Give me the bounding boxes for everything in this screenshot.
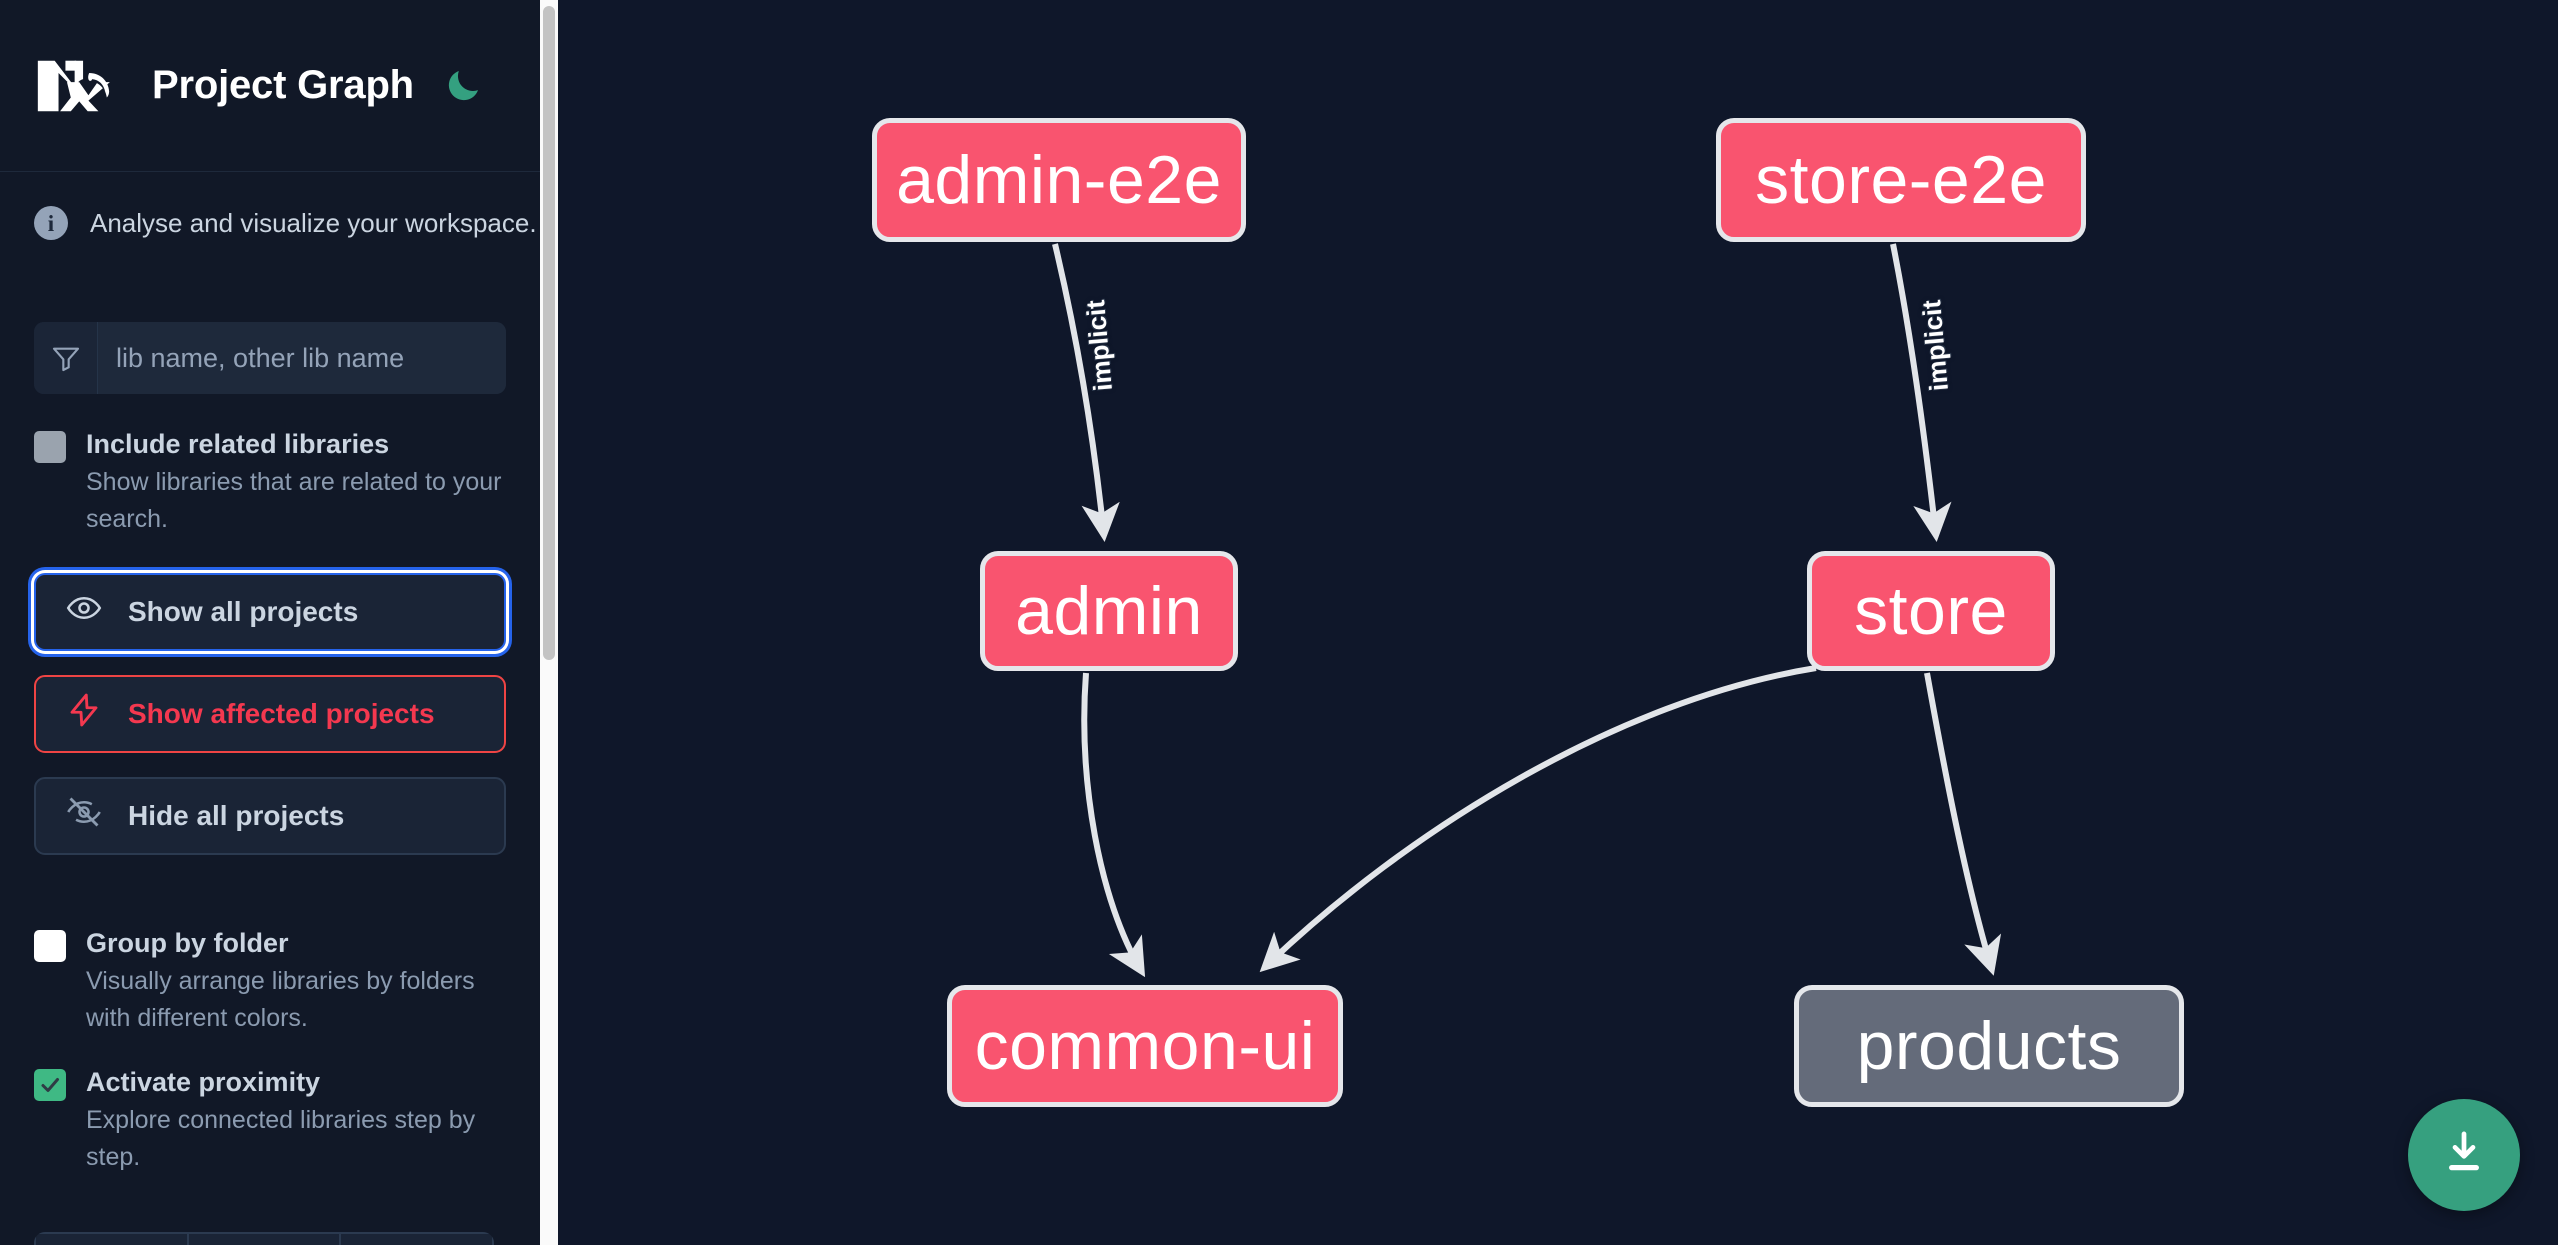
graph-node-common-ui[interactable]: common-ui xyxy=(947,985,1343,1107)
graph-node-store-e2e[interactable]: store-e2e xyxy=(1716,118,2086,242)
checkbox-group-by-folder[interactable]: Group by folder Visually arrange librari… xyxy=(34,925,506,1036)
moon-icon[interactable] xyxy=(440,63,486,109)
spacer xyxy=(0,855,540,893)
show-all-projects-label: Show all projects xyxy=(128,595,359,627)
proximity-stepper-group[interactable] xyxy=(34,1232,494,1245)
activate-proximity-checkbox[interactable] xyxy=(34,1068,66,1101)
show-affected-projects-button[interactable]: Show affected projects xyxy=(34,674,506,753)
graph-node-admin-e2e[interactable]: admin-e2e xyxy=(872,118,1246,242)
include-related-libraries-description: Show libraries that are related to your … xyxy=(86,468,502,533)
sidebar-scroll-content: Project Graph i Analyse and visualize yo… xyxy=(0,0,540,1245)
page-title: Project Graph xyxy=(152,63,414,107)
activate-proximity-label: Activate proximity xyxy=(86,1066,321,1097)
proximity-value-button[interactable] xyxy=(186,1232,340,1245)
checkbox-activate-proximity[interactable]: Activate proximity Explore connected lib… xyxy=(34,1064,506,1175)
graph-node-store[interactable]: store xyxy=(1807,551,2055,671)
include-related-libraries-checkbox[interactable] xyxy=(34,431,66,463)
lightning-icon xyxy=(66,692,102,735)
sidebar-scrollbar-thumb[interactable] xyxy=(543,6,555,660)
proximity-increase-button[interactable] xyxy=(339,1232,494,1245)
graph-edges xyxy=(1052,243,2002,978)
sidebar-header: Project Graph xyxy=(0,0,540,172)
graph-node-admin[interactable]: admin xyxy=(980,551,1238,671)
sidebar: Project Graph i Analyse and visualize yo… xyxy=(0,0,558,1245)
show-all-projects-button[interactable]: Show all projects xyxy=(34,572,506,651)
graph-node-products[interactable]: products xyxy=(1794,985,2184,1107)
sidebar-scrollbar-track[interactable] xyxy=(540,0,558,1245)
edge-admin-e2e-to-admin xyxy=(1052,243,1120,542)
eye-off-icon xyxy=(66,794,102,837)
checkbox-include-related-libraries[interactable]: Include related libraries Show libraries… xyxy=(34,426,506,537)
proximity-decrease-button[interactable] xyxy=(34,1232,187,1245)
graph-canvas[interactable]: implicit implicit admin-e2e store-e2e ad… xyxy=(558,0,2558,1245)
spacer xyxy=(0,537,540,573)
edge-store-to-common-ui xyxy=(1259,665,1817,973)
nx-logo-icon xyxy=(34,56,126,116)
group-by-folder-checkbox[interactable] xyxy=(34,929,66,962)
eye-icon xyxy=(66,590,102,633)
download-graph-button[interactable] xyxy=(2408,1099,2520,1211)
spacer xyxy=(0,753,540,777)
show-affected-projects-label: Show affected projects xyxy=(128,697,435,729)
tagline: i Analyse and visualize your workspace. xyxy=(0,172,540,240)
edge-store-to-products xyxy=(1924,672,2002,976)
hide-all-projects-label: Hide all projects xyxy=(128,799,345,831)
search-input[interactable] xyxy=(98,322,506,394)
tagline-text: Analyse and visualize your workspace. xyxy=(90,207,537,238)
group-by-folder-label: Group by folder xyxy=(86,927,289,958)
info-icon: i xyxy=(34,206,68,240)
group-by-folder-description: Visually arrange libraries by folders wi… xyxy=(86,967,475,1032)
edge-admin-to-common-ui xyxy=(1081,672,1146,978)
filter-funnel-icon xyxy=(34,322,98,394)
download-icon xyxy=(2437,1126,2491,1185)
spacer xyxy=(0,651,540,675)
include-related-libraries-label: Include related libraries xyxy=(86,429,390,459)
hide-all-projects-button[interactable]: Hide all projects xyxy=(34,776,506,855)
filter-row xyxy=(34,322,506,394)
activate-proximity-description: Explore connected libraries step by step… xyxy=(86,1106,476,1171)
edge-store-e2e-to-store xyxy=(1890,243,1952,542)
